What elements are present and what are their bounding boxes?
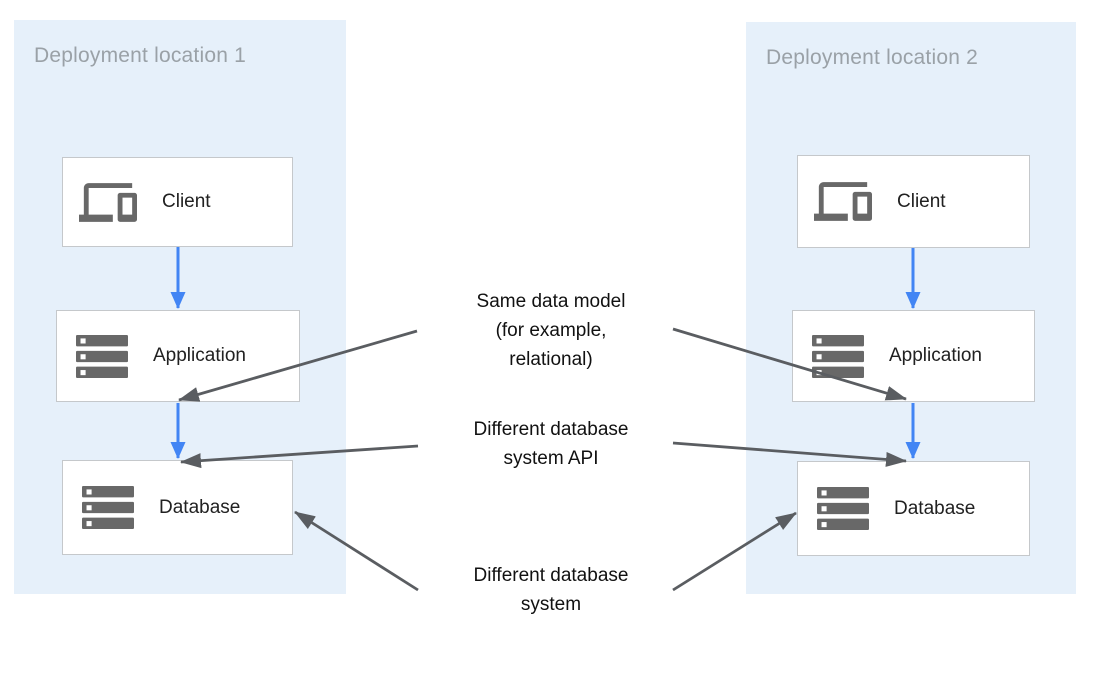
annotation-different-database-system: Different database system xyxy=(473,565,629,615)
node-label: Application xyxy=(153,345,246,366)
panel-title: Deployment location 2 xyxy=(766,46,978,69)
server-stack-icon xyxy=(812,334,864,378)
annotation-different-database-api: Different database system API xyxy=(473,419,629,469)
node-label: Database xyxy=(894,497,976,519)
server-stack-icon xyxy=(82,486,134,529)
database-box-1: Database xyxy=(62,460,293,555)
server-stack-icon xyxy=(76,334,128,378)
node-label: Database xyxy=(159,496,241,518)
node-label: Client xyxy=(162,191,211,212)
database-box-2: Database xyxy=(797,461,1030,556)
client-box-2: Client xyxy=(797,155,1030,248)
devices-icon xyxy=(79,182,137,222)
devices-icon xyxy=(814,182,872,221)
annotation-same-data-model: Same data model (for example, relational… xyxy=(476,291,626,370)
client-box-1: Client xyxy=(62,157,293,247)
server-stack-icon xyxy=(817,487,869,530)
panel-title: Deployment location 1 xyxy=(34,44,246,67)
application-box-1: Application xyxy=(56,310,300,402)
application-box-2: Application xyxy=(792,310,1035,402)
node-label: Application xyxy=(889,345,982,366)
node-label: Client xyxy=(897,190,946,212)
